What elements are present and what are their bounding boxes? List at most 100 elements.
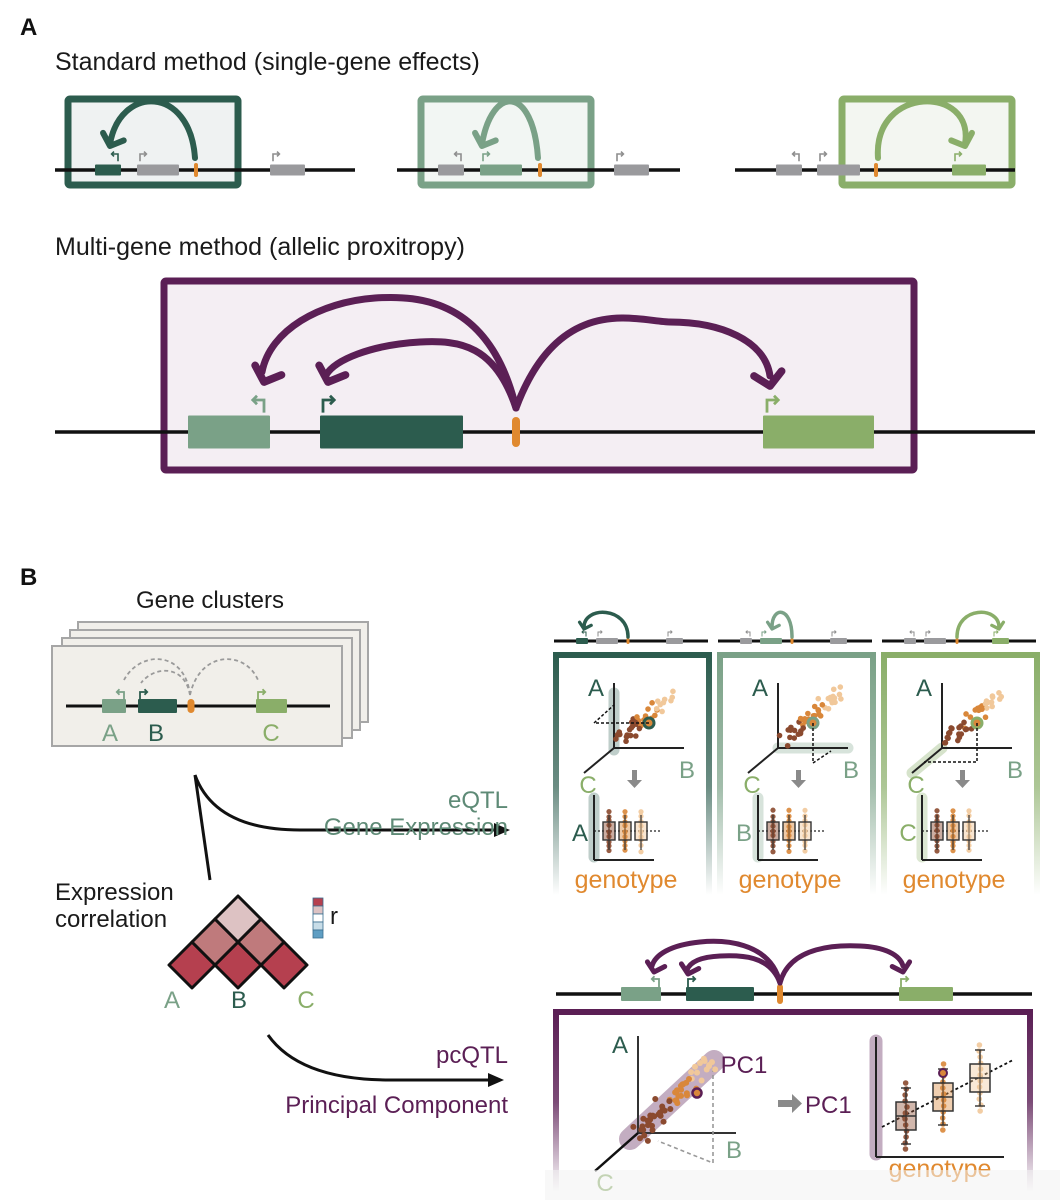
boxplot-point [606, 808, 612, 815]
dashed-arc-b [140, 669, 191, 696]
variant-marker [194, 163, 198, 177]
scatter-point [644, 1137, 651, 1144]
boxplot-point [638, 849, 644, 855]
principal-component-label: Principal Component [285, 1092, 508, 1119]
eqtl-arrow [193, 774, 500, 832]
scatter-point [669, 694, 676, 701]
scatter-point [942, 739, 949, 746]
gene-block [137, 164, 179, 176]
axis-label-a: A [916, 675, 932, 702]
genotype-label: genotype [575, 866, 678, 894]
scatter-point [649, 700, 655, 706]
promoter-arrowhead-icon [453, 151, 458, 157]
gene-block [576, 638, 588, 644]
pcqtl-arrow [266, 1034, 494, 1082]
standard-locus-gene-c [735, 95, 1016, 189]
promoter-arrowhead-icon [834, 630, 837, 634]
scatter-point [688, 1069, 695, 1076]
gene-block [952, 164, 986, 176]
promoter-arrow-icon [651, 978, 660, 988]
promoter-arrow-icon [116, 691, 125, 701]
gene-expression-text: Gene Expression [324, 814, 508, 841]
axis-label-c: C [579, 772, 596, 799]
gene-block [760, 638, 782, 644]
scatter-point [825, 705, 832, 712]
arc-arrowhead-icon [472, 129, 499, 150]
scatter-point [691, 1063, 698, 1070]
scatter-point [791, 727, 798, 734]
promoter-arrowhead-icon [791, 151, 796, 157]
scatter-point [628, 724, 635, 731]
down-arrow-icon [960, 770, 965, 780]
gene-block [992, 638, 1009, 644]
boxplot-point [770, 807, 776, 813]
promoter-arrow-icon [761, 631, 766, 637]
r-legend-label: r [330, 903, 338, 930]
promoter-arrow-icon [954, 153, 962, 162]
heatmap-label-a: A [164, 987, 180, 1014]
arc-arrowhead-icon [765, 620, 781, 631]
scatter-point [660, 1118, 667, 1125]
legend-swatch-high [312, 897, 324, 907]
gene-block [904, 638, 916, 644]
axis-c [911, 747, 943, 774]
axis-c [583, 747, 615, 774]
promoter-arrow-icon [454, 153, 462, 162]
promoter-arrow-icon [139, 153, 147, 162]
axis-label-c: C [907, 772, 924, 799]
scatter-point [963, 726, 970, 732]
promoter-arrowhead-icon [928, 630, 931, 634]
promoter-arrowhead-icon [110, 151, 115, 157]
regulatory-arc [479, 98, 541, 161]
scatter-point [815, 707, 821, 713]
gene-b-promoter-icon [321, 398, 335, 413]
axis-label-b: B [1007, 757, 1023, 784]
promoter-arrowhead-icon [143, 688, 149, 696]
boxplot-point [978, 1102, 984, 1108]
gene-a-block [621, 987, 661, 1001]
gene-block [480, 164, 522, 176]
arrowhead-gene-a-icon [644, 959, 668, 975]
scatter-point [817, 713, 824, 719]
boxplot-point [902, 1146, 909, 1152]
scatter-point [640, 1115, 647, 1122]
projection-dashes [657, 1068, 714, 1165]
scatter-point [837, 684, 844, 690]
axis-label-a: A [588, 675, 604, 702]
scatter-point [958, 731, 965, 737]
axis-label-c: C [743, 772, 760, 799]
axis-c [594, 1132, 639, 1172]
gene-a-block [188, 415, 270, 449]
scatter-point [694, 1069, 701, 1076]
legend-swatch-neg2 [312, 929, 324, 939]
boxplot-y-label: C [899, 820, 916, 847]
down-arrow-icon [632, 770, 637, 780]
promoter-arrowhead-icon [773, 394, 781, 406]
scatter-point [670, 688, 676, 695]
promoter-arrow-icon [746, 631, 751, 637]
scatter-point [666, 1098, 673, 1105]
promoter-arrow-icon [139, 691, 148, 701]
projection-dashes [812, 723, 832, 765]
gene-b-block [686, 987, 754, 1001]
regulatory-arc [955, 610, 1001, 639]
scatter-point [700, 1055, 707, 1062]
panel-b-letter: B [20, 564, 37, 591]
boxplot-point [770, 849, 776, 855]
promoter-arrowhead-icon [904, 975, 910, 983]
boxplot-box [798, 821, 812, 841]
scatter-point [984, 705, 990, 711]
eqtl-label: eQTL [448, 787, 508, 814]
promoter-arrowhead-icon [691, 975, 697, 983]
boxplot-box [634, 821, 648, 841]
arc-to-gene-b [322, 338, 520, 412]
down-arrow-head-icon [955, 780, 970, 788]
promoter-arrowhead-icon [670, 630, 673, 634]
gene-c-block [899, 987, 953, 1001]
promoter-arrowhead-icon [764, 630, 767, 634]
scatter-point [672, 1097, 679, 1104]
gene-block [438, 164, 464, 176]
variant-marker [538, 163, 542, 177]
promoter-arrowhead-icon [650, 975, 656, 983]
